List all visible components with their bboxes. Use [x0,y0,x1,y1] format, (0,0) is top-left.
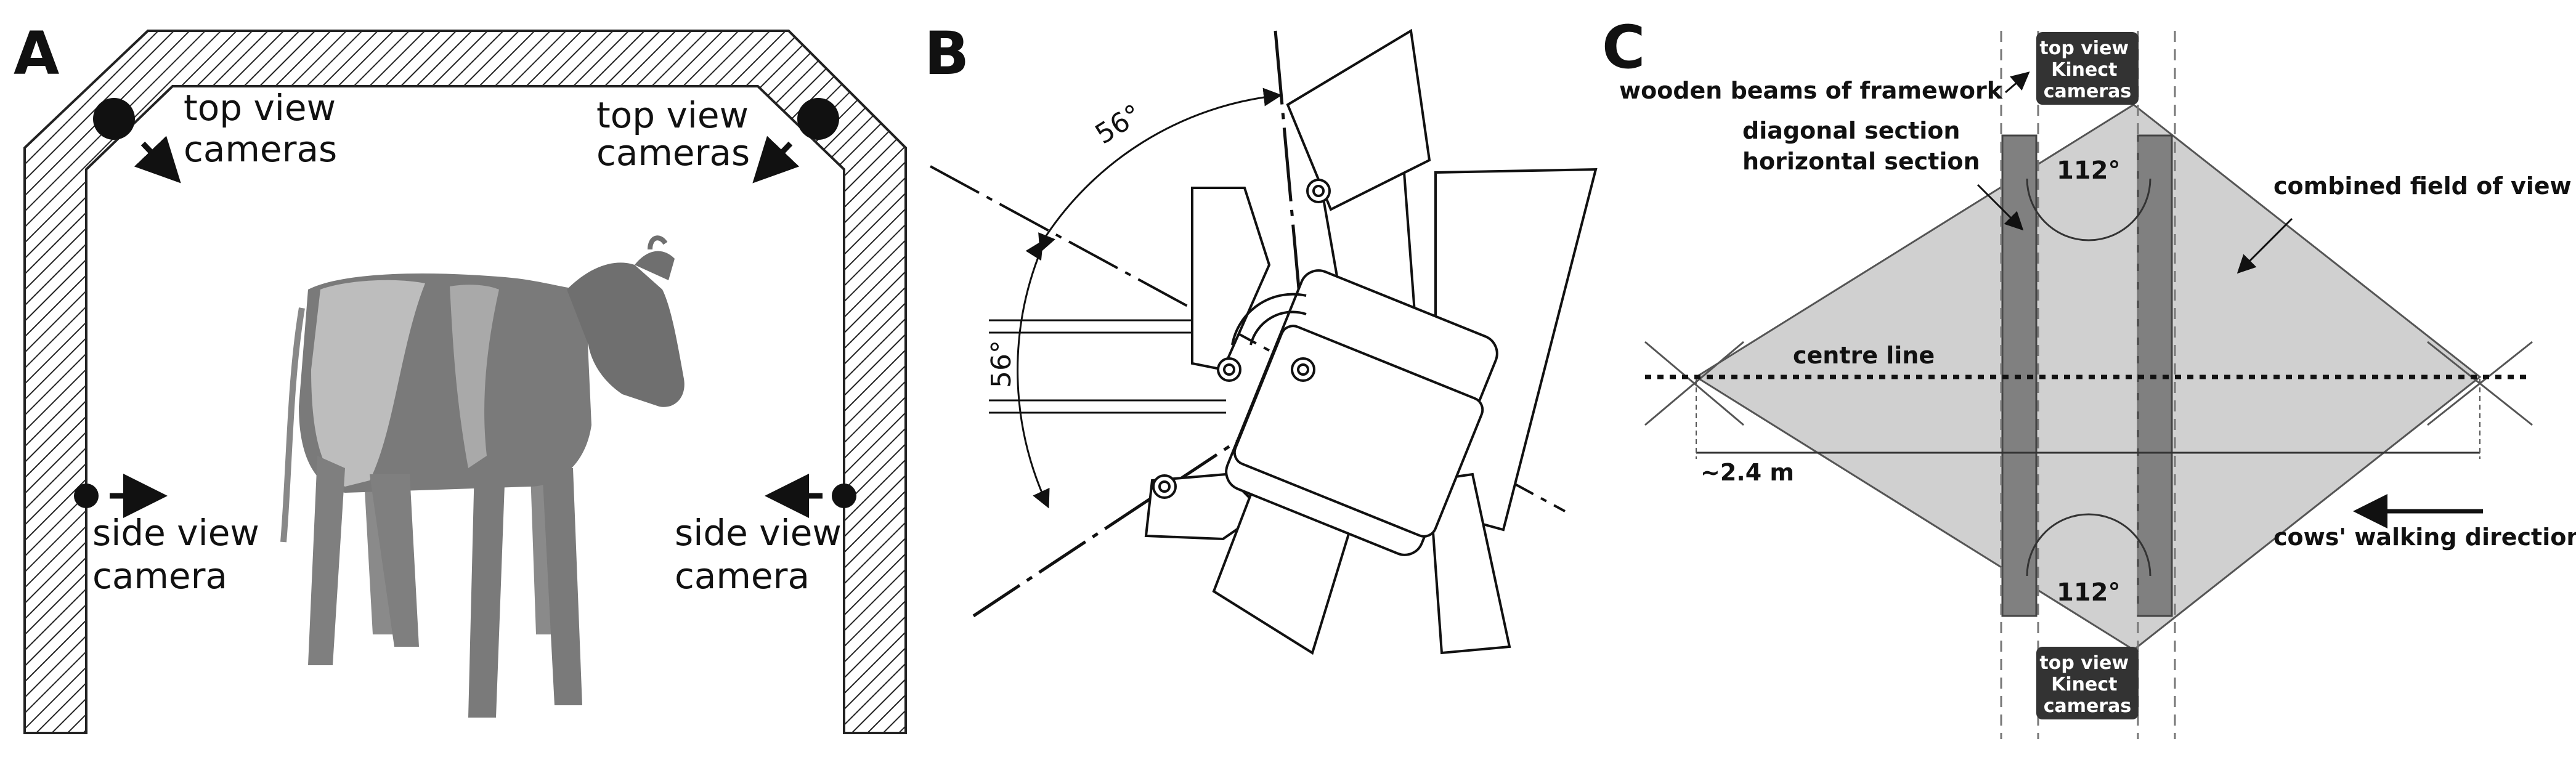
horizontal-section-label: horizontal section [1742,148,1980,175]
panel-a-letter: A [14,19,59,88]
bottom-camera-tag: top view Kinect cameras [2036,647,2139,719]
section-pointer [1977,184,2024,231]
vertical-reference-line [1274,30,1308,370]
angle-arc-top [1025,87,1282,261]
top-right-arrow [752,136,800,184]
combined-fov-label: combined field of view [2273,172,2572,200]
angle-arc-left [1017,232,1055,509]
mount-rails [989,319,1226,414]
panel-b-letter: B [924,19,969,88]
top-right-camera [797,98,839,140]
angle-label-top: 56° [1090,99,1147,151]
side-left-camera-label: side view camera [92,512,270,597]
combined-fov-pointer [2237,217,2293,274]
svg-text:top view Kinect: top view Kinect cameras [2039,38,2135,102]
panel-c: C 112° 112° centre line ~2.4 m [1602,13,2576,739]
side-right-camera-label: side view camera [675,512,853,597]
angle-label-left: 56° [986,340,1017,388]
panel-a: A top view cameras top view cameras side… [14,19,907,734]
wooden-beams-label: wooden beams of framework [1619,77,2003,104]
side-left-camera [74,484,99,508]
angle-label-top-c: 112° [2057,156,2121,185]
top-left-camera [93,98,135,140]
fov-edge-left-bottom [1644,341,1744,426]
camera-bracket [1144,28,1598,655]
top-camera-tag: top view Kinect cameras [2036,32,2139,105]
centre-line-label: centre line [1793,342,1935,369]
bracket-bolts [1152,179,1331,499]
panel-b: B 56° 56° [924,19,1598,655]
top-right-camera-label: top view cameras [596,94,760,174]
angle-arc-top-c [2026,178,2151,241]
top-left-arrow [134,136,181,184]
wooden-beams-pointer [2005,71,2030,94]
cow-illustration [280,235,685,718]
panel-c-letter: C [1602,13,1645,82]
distance-label: ~2.4 m [1700,459,1794,486]
lower-reference-line [972,426,1258,618]
angle-label-bottom-c: 112° [2057,578,2121,607]
top-left-camera-label: top view cameras [184,87,347,170]
svg-text:top view Kinect: top view Kinect cameras [2039,652,2135,717]
angle-arc-bottom-c [2026,513,2151,577]
framework-guide-lines [2000,31,2176,739]
side-right-camera [832,484,856,508]
walking-direction-label: cows' walking direction [2273,524,2576,551]
diagonal-section-label: diagonal section [1742,117,1960,144]
